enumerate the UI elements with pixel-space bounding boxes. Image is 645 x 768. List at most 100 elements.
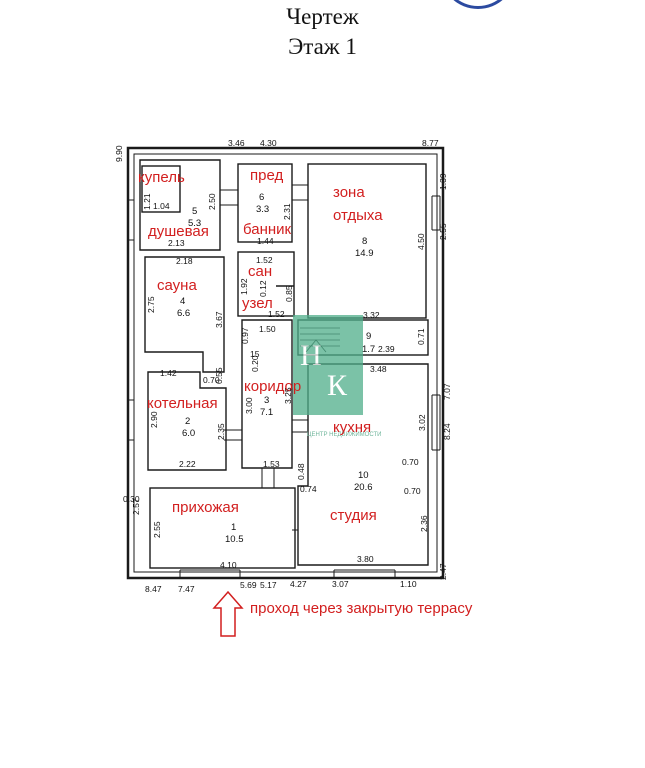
dim-label: 2.36 — [419, 515, 429, 532]
dim-label: 0.97 — [240, 327, 250, 344]
room-7-label-top: сан — [248, 263, 272, 280]
dim-label: 8.47 — [145, 584, 162, 594]
dim-label: 0.12 — [258, 280, 268, 297]
dim-label: 0.70 — [203, 375, 220, 385]
room-2-outline — [147, 371, 227, 471]
dim-label: 0.48 — [296, 463, 306, 480]
dim-label: 2.75 — [146, 296, 156, 313]
room-2-area: 6.0 — [182, 428, 195, 439]
dim-label: 5.17 — [260, 580, 277, 590]
room-6-label-top: пред — [250, 167, 283, 184]
entrance-note: проход через закрытую террасу — [250, 600, 473, 617]
dim-label: 3.67 — [214, 311, 224, 328]
dim-label: 7.47 — [178, 584, 195, 594]
dim-label: 5.69 — [240, 580, 257, 590]
dim-label: 1.04 — [153, 201, 170, 211]
room-10-outline — [297, 363, 429, 566]
dim-label: 2.55 — [152, 521, 162, 538]
dim-label: 0.55 — [214, 367, 224, 384]
dim-label: 3.25 — [283, 387, 293, 404]
dim-label: 2.22 — [179, 459, 196, 469]
room-2-number: 2 — [185, 416, 190, 427]
room-4-label: сауна — [157, 277, 197, 294]
dim-label: 7.07 — [442, 383, 452, 400]
room-5-number: 5 — [192, 206, 197, 217]
dimension-labels: 3.46 4.30 8.77 9.90 2.50 1.04 1.21 2.13 … — [114, 138, 452, 594]
dim-label: 2.50 — [207, 193, 217, 210]
dim-label: 2.18 — [176, 256, 193, 266]
room-7-outline — [237, 251, 295, 317]
room-5-outline — [139, 159, 221, 251]
dim-label: 1.39 — [438, 173, 448, 190]
room-9-area: 1.7 — [362, 344, 375, 355]
svg-text:Н: Н — [300, 339, 322, 372]
dim-label: 1.42 — [160, 368, 177, 378]
room-6-outline — [237, 163, 293, 243]
room-1-area: 10.5 — [225, 534, 244, 545]
dim-label: 8.24 — [442, 423, 452, 440]
dim-label: 1.44 — [257, 236, 274, 246]
floor-title: Этаж 1 — [288, 34, 357, 59]
room-8-outline — [307, 163, 427, 319]
room-1-outline — [149, 487, 296, 569]
dim-label: 3.48 — [370, 364, 387, 374]
room-10-area: 20.6 — [354, 482, 373, 493]
room-6-label-bottom: банник — [243, 221, 292, 238]
dim-label: 0.74 — [300, 484, 317, 494]
dim-label: 0.70 — [402, 457, 419, 467]
dim-label: 0.70 — [404, 486, 421, 496]
room-10-label-bottom: студия — [330, 507, 377, 524]
dim-label: 1.50 — [259, 324, 276, 334]
room-4-area: 6.6 — [177, 308, 190, 319]
room-4-outline — [144, 256, 225, 373]
dim-label: 2.31 — [282, 203, 292, 220]
room-6-area: 3.3 — [256, 204, 269, 215]
dim-label: 4.30 — [260, 138, 277, 148]
room-3-area: 7.1 — [260, 407, 273, 418]
dim-label: 2.47 — [438, 563, 448, 580]
room-3-label: коридор — [244, 378, 301, 395]
dim-label: 0.85 — [284, 285, 294, 302]
room-5-label-top: купель — [138, 169, 185, 186]
room-1-number: 1 — [231, 522, 236, 533]
dim-label: 4.10 — [220, 560, 237, 570]
dim-label: 2.90 — [149, 411, 159, 428]
dim-label: 1.10 — [400, 579, 417, 589]
room-2-label: котельная — [147, 395, 218, 412]
dim-label: 2.39 — [378, 344, 395, 354]
watermark-logo-icon: Н К — [293, 315, 363, 415]
room-8-number: 8 — [362, 236, 367, 247]
dim-label: 0.71 — [416, 328, 426, 345]
dim-label: 9.90 — [114, 145, 124, 162]
dim-label: 2.13 — [168, 238, 185, 248]
room-numbers: 5 5.3 6 3.3 8 14.9 4 6.6 9 1.7 3 7.1 2 6… — [177, 192, 375, 545]
kupel-outline — [141, 165, 181, 213]
room-4-number: 4 — [180, 296, 185, 307]
dim-label: 1.52 — [268, 309, 285, 319]
outer-wall-inner — [133, 153, 438, 573]
dim-label: 15 — [250, 349, 260, 359]
dim-label: 2.35 — [216, 423, 226, 440]
watermark-caption: ЦЕНТР НЕДВИЖИМОСТИ — [307, 432, 381, 438]
plan-title: Чертеж — [286, 4, 359, 29]
outer-wall — [126, 146, 445, 580]
room-3-outline — [241, 319, 293, 469]
entrance-arrow-icon — [212, 590, 244, 637]
dim-label: 3.80 — [357, 554, 374, 564]
room-8-label-top: зона — [333, 184, 365, 201]
dim-label: 3.46 — [228, 138, 245, 148]
dim-label: 3.02 — [417, 414, 427, 431]
room-9-number: 9 — [366, 331, 371, 342]
dim-label: 2.57 — [131, 498, 141, 515]
room-8-area: 14.9 — [355, 248, 374, 259]
room-5-area: 5.3 — [188, 218, 201, 229]
dim-label: 3.32 — [363, 310, 380, 320]
room-10-number: 10 — [358, 470, 369, 481]
dim-label: 3.00 — [244, 397, 254, 414]
room-3-number: 3 — [264, 395, 269, 406]
room-10-label-top: кухня — [333, 419, 371, 436]
dim-label: 2.55 — [438, 223, 448, 240]
dim-label: 3.07 — [332, 579, 349, 589]
room-5-label-bottom: душевая — [148, 223, 209, 240]
